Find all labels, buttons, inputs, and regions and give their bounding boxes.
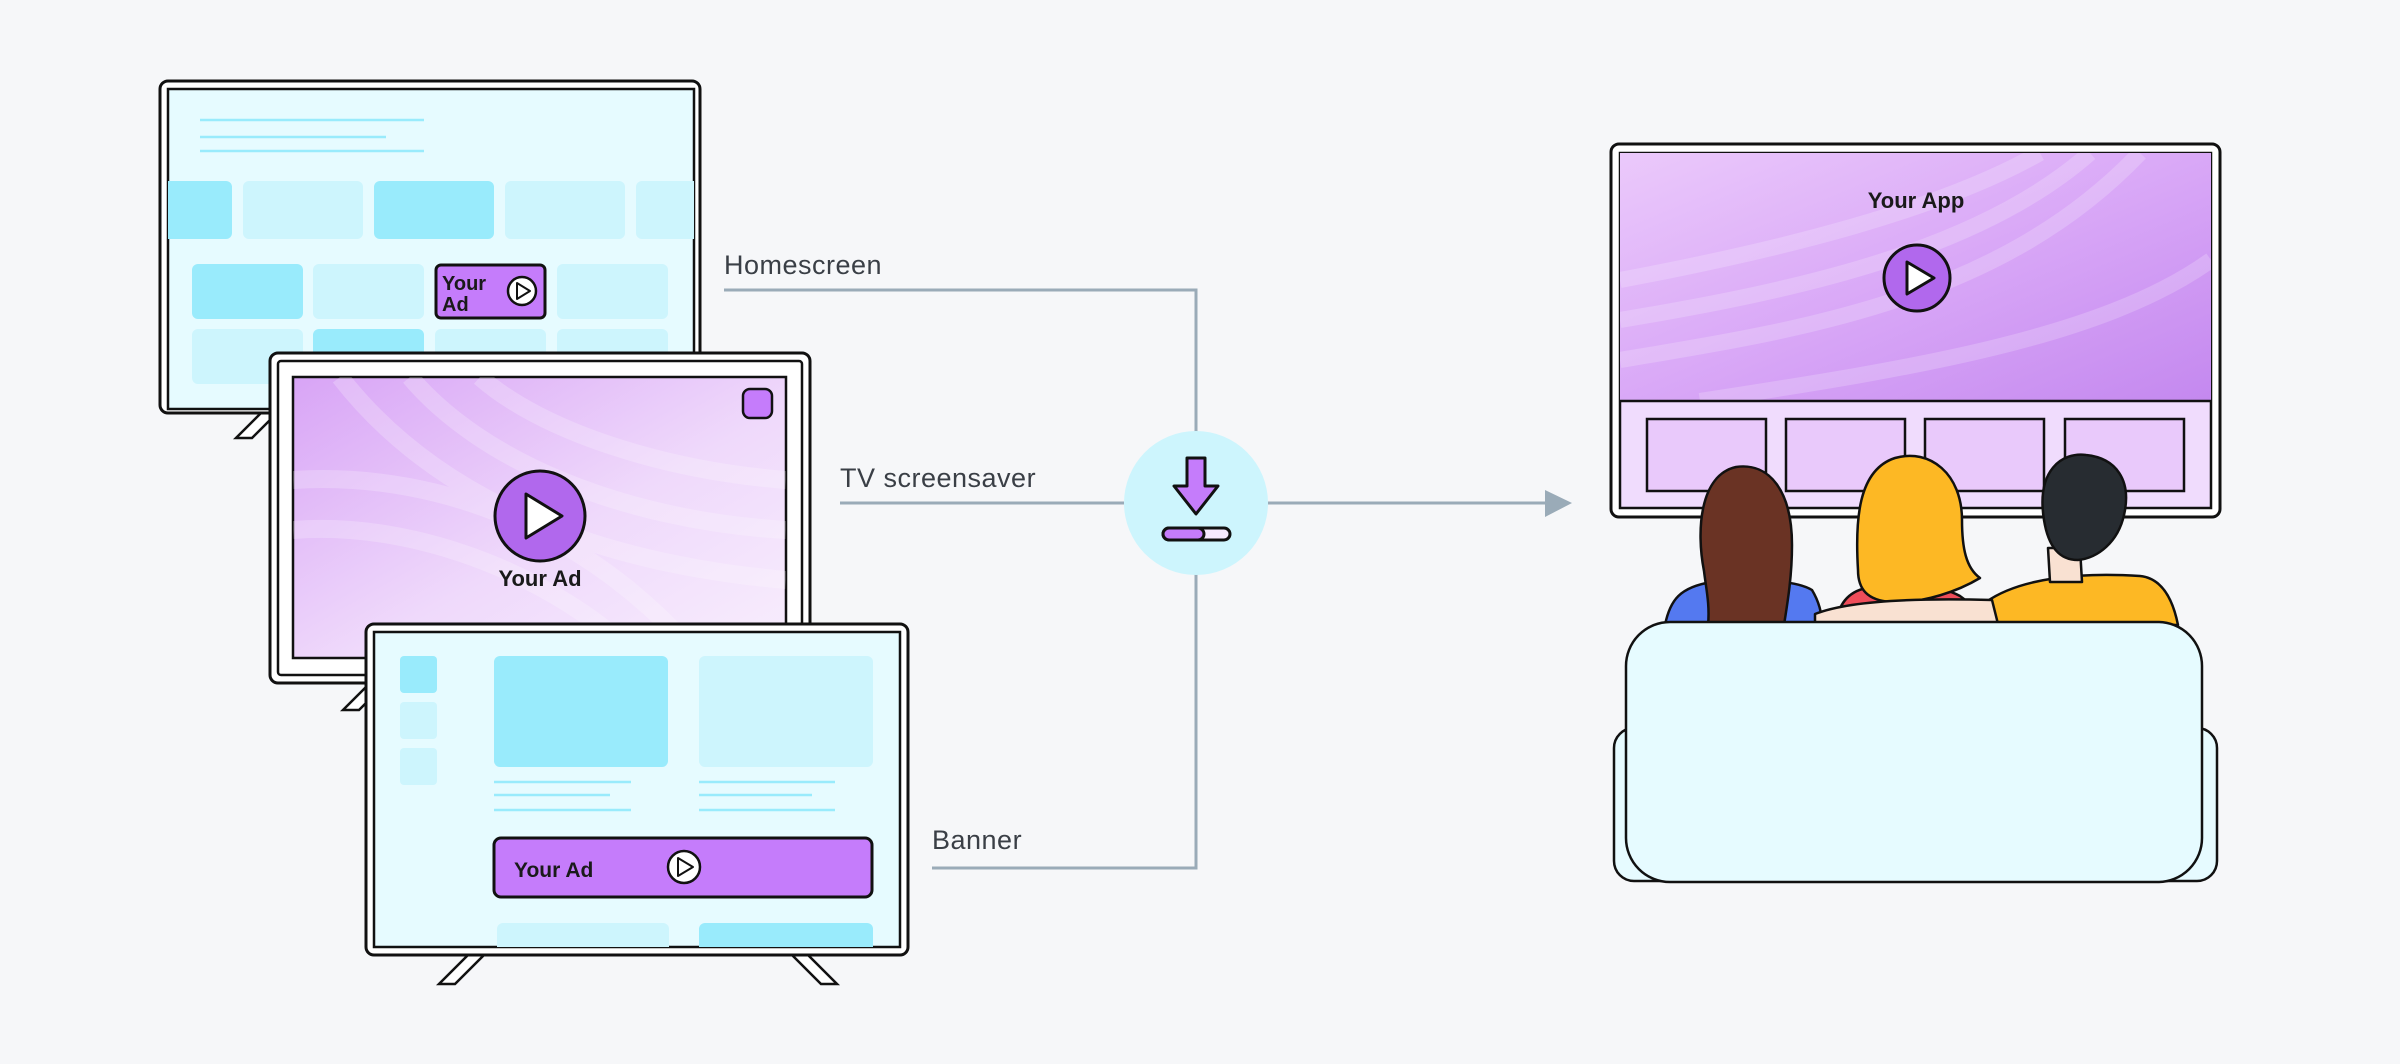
banner-ad: Your Ad: [492, 836, 874, 899]
app-title: Your App: [1868, 188, 1965, 213]
banner-connector: [932, 570, 1198, 870]
person-left: [1699, 465, 1794, 627]
homescreen-ad-tile: Your Ad: [434, 263, 547, 320]
tv-banner: Your Ad: [364, 622, 910, 986]
homescreen-label: Homescreen: [724, 250, 882, 280]
homescreen-connector: [724, 288, 1198, 432]
banner-ad-text: Your Ad: [514, 859, 593, 882]
play-icon: [666, 849, 702, 885]
tv-app: Your App: [1609, 142, 2222, 519]
homescreen-ad-text-line2: Ad: [442, 294, 469, 316]
tv-screensaver: Your Ad: [268, 351, 812, 712]
person-right: [1984, 573, 2180, 627]
play-icon: [493, 469, 587, 563]
screensaver-ad-text: Your Ad: [498, 566, 581, 591]
download-icon: [1124, 431, 1268, 575]
banner-label: Banner: [932, 825, 1022, 855]
play-icon: [506, 275, 538, 307]
arrow-right-icon: [1545, 490, 1572, 517]
screensaver-label: TV screensaver: [840, 463, 1036, 493]
tv-stand: [435, 953, 841, 986]
connectors: [724, 288, 1548, 870]
play-icon: [1882, 243, 1952, 313]
couch: [1612, 620, 2219, 884]
viewers: [1663, 453, 2180, 627]
homescreen-ad-text-line1: Your: [442, 273, 486, 295]
